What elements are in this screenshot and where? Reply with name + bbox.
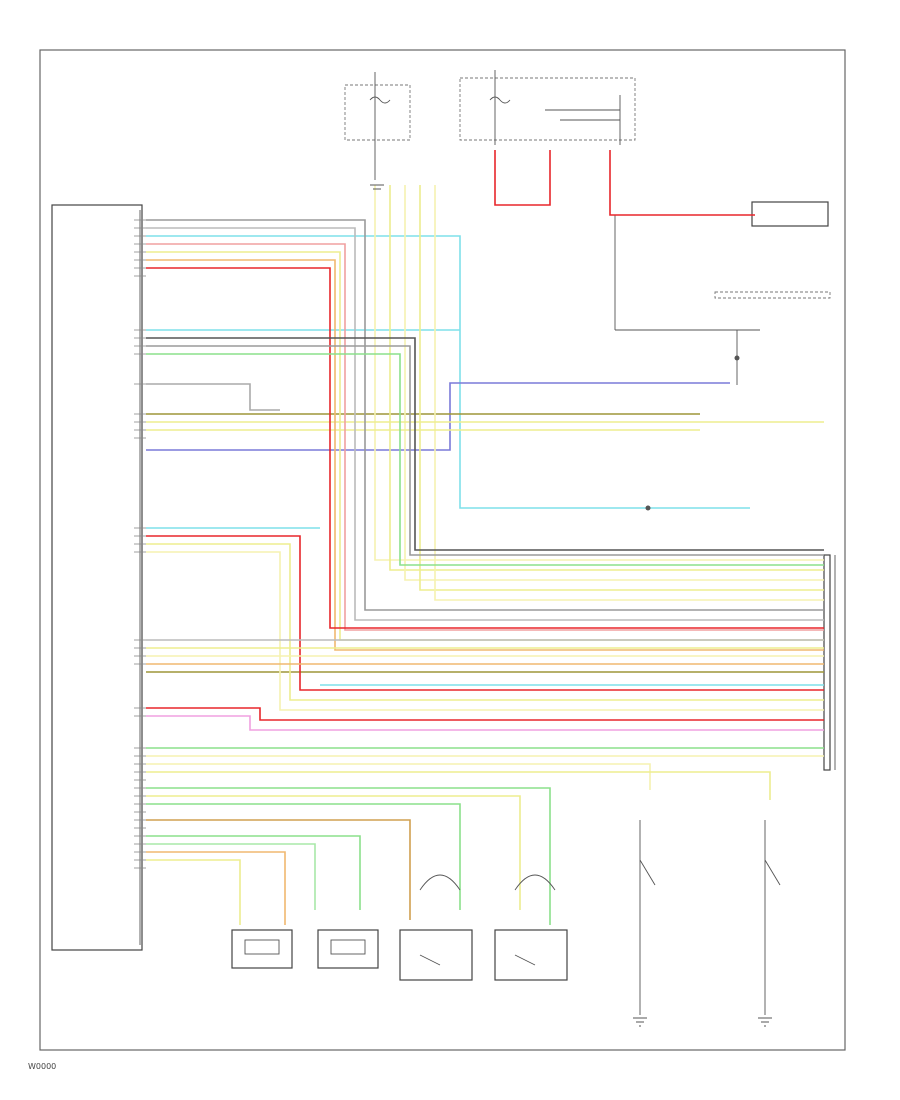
sensor-passenger <box>231 929 293 969</box>
wire-pale-3 <box>146 771 771 800</box>
right-connector <box>823 554 836 771</box>
fuse-icon <box>489 96 511 104</box>
figure-id: W0000 <box>28 1062 57 1071</box>
wire-pink-1 <box>146 243 824 631</box>
control-module <box>51 204 146 951</box>
wire-orange-1 <box>146 259 824 651</box>
wire-green-5 <box>146 835 361 910</box>
sensor-icon <box>330 939 366 955</box>
wire-green-4 <box>146 803 461 910</box>
driver-seat-module <box>494 874 568 981</box>
wire-yellow-4 <box>146 551 824 711</box>
wire-cyan-long <box>146 235 750 509</box>
wire-red-3 <box>146 535 824 691</box>
wire-green-1 <box>146 353 824 566</box>
wire-gray-2 <box>146 227 824 621</box>
wire-orange-4 <box>146 851 286 925</box>
wire-gray-3 <box>146 345 824 556</box>
right-component-box <box>751 201 829 227</box>
wire-yellow-3 <box>146 543 824 701</box>
sensor-driver <box>317 929 379 969</box>
wire-blue <box>146 382 730 451</box>
passenger-belt-switch <box>633 820 656 1027</box>
driver-belt-switch <box>758 820 781 1027</box>
wire-yellow-7 <box>146 795 521 910</box>
wire-gray-1 <box>146 219 824 611</box>
wire-red-feed <box>494 150 755 216</box>
ground-icon <box>633 1017 647 1027</box>
module-pin-ticks <box>134 219 146 869</box>
passenger-seat-module <box>399 874 473 981</box>
splice-icon <box>734 355 740 361</box>
motor-icon <box>419 874 461 891</box>
wire-olive <box>146 413 824 673</box>
fuse-icon <box>369 96 391 104</box>
wire-pale-2 <box>146 763 651 790</box>
wire-green-6 <box>146 843 316 910</box>
wire-red-4 <box>146 707 824 721</box>
connector-point <box>645 505 651 511</box>
wire-yellow-2 <box>146 251 824 641</box>
fuse-box-left <box>344 72 411 180</box>
diagram-frame <box>39 49 846 1051</box>
motor-icon <box>514 874 556 891</box>
ground-icon <box>370 184 384 190</box>
wire-cyan-right <box>146 527 824 686</box>
switch-icon <box>764 859 781 886</box>
splice-box <box>714 291 831 299</box>
fuse-box-right <box>459 70 636 145</box>
wire-orange-3 <box>146 819 411 920</box>
wire-yellow-8 <box>146 859 241 925</box>
yellow-bundle <box>146 185 824 601</box>
switch-icon <box>639 859 656 886</box>
ground-icon <box>758 1017 772 1027</box>
wire-dark-1 <box>146 337 824 551</box>
wire-red-2 <box>146 267 824 629</box>
switch-icon <box>514 954 536 966</box>
wire-pink-2 <box>146 715 824 731</box>
sensor-icon <box>244 939 280 955</box>
wire-gray-4 <box>146 383 280 411</box>
switch-icon <box>419 954 441 966</box>
wire-green-3 <box>146 787 551 925</box>
